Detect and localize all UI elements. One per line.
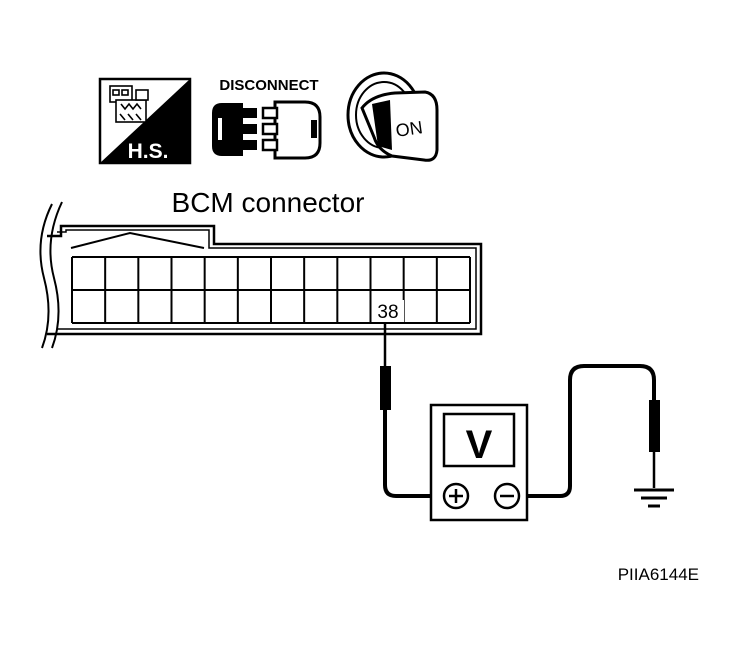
negative-terminal <box>493 482 521 510</box>
harness-side-label: H.S. <box>128 140 169 163</box>
bcm-connector <box>39 201 483 349</box>
negative-test-lead <box>508 364 660 498</box>
terminal-38-label: 38 <box>377 302 398 323</box>
harness-side-icon: H.S. <box>98 77 192 165</box>
ground-symbol <box>634 488 674 508</box>
terminal-38: 38 <box>372 300 404 323</box>
connector-title: BCM connector <box>172 187 365 218</box>
figure-code: PIIA6144E <box>618 565 699 584</box>
disconnect-icon: DISCONNECT <box>212 77 322 160</box>
voltmeter: V <box>429 403 529 522</box>
disconnect-label: DISCONNECT <box>219 77 318 94</box>
ignition-key-on-icon: ON <box>346 71 439 162</box>
voltmeter-display: V <box>466 423 493 467</box>
positive-test-lead <box>380 322 446 498</box>
ignition-on-label: ON <box>394 117 424 141</box>
positive-terminal <box>442 482 470 510</box>
